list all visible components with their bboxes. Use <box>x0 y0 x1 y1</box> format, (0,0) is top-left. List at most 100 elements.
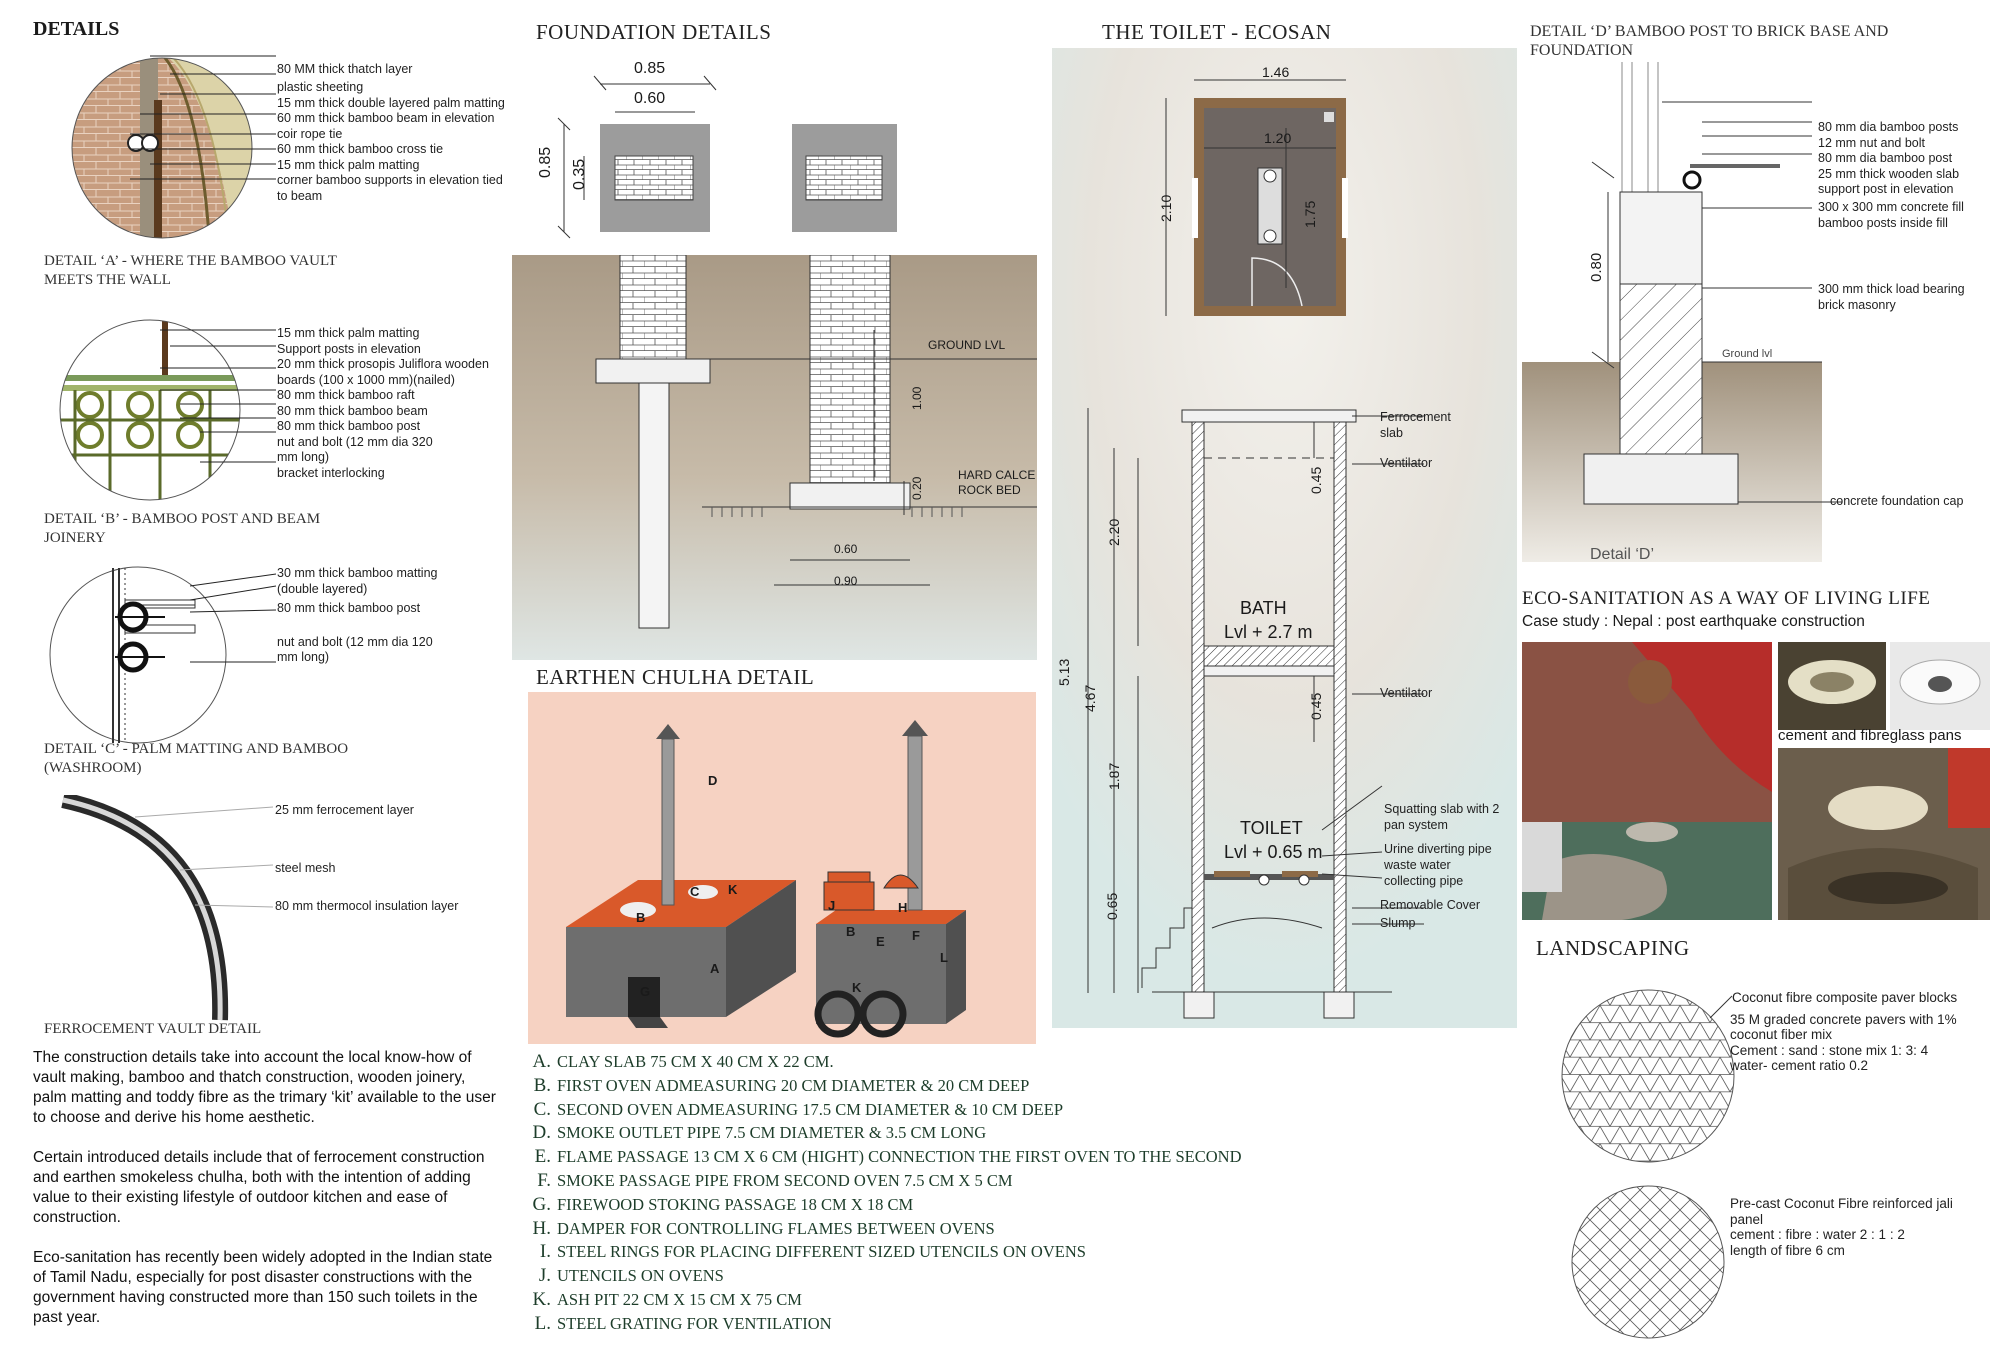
legend-item: L.STEEL GRATING FOR VENTILATION <box>534 1312 832 1334</box>
legend-item: D.SMOKE OUTLET PIPE 7.5 CM DIAMETER & 3.… <box>532 1122 987 1144</box>
legend-item: A.CLAY SLAB 75 CM x 40 CM x 22 CM. <box>532 1051 834 1072</box>
label: 80 mm thermocol insulation layer <box>275 899 459 913</box>
chulha-letter-b2: B <box>846 924 856 939</box>
plan-h-inner: 1.75 <box>1302 200 1318 228</box>
landscaping-title: LANDSCAPING <box>1536 936 1690 960</box>
label: Support posts in elevation <box>277 341 421 356</box>
jali-labels: Pre-cast Coconut Fibre reinforced jali p… <box>1730 1196 1990 1258</box>
label: 80 mm thick bamboo beam <box>277 403 428 418</box>
label: nut and bolt (12 mm dia 320 mm long) <box>277 434 433 465</box>
legend-item: J.UTENCILS ON OVENS <box>538 1265 724 1287</box>
label: water- cement ratio 0.2 <box>1730 1058 1869 1073</box>
foundation-title: FOUNDATION DETAILS <box>536 20 772 44</box>
label: length of fibre 6 cm <box>1730 1242 1845 1258</box>
toilet-label: Ventilator <box>1380 456 1433 470</box>
chulha-letter-k: K <box>728 882 738 897</box>
details-title: DETAILS <box>33 18 120 40</box>
ferrocement-labels: 25 mm ferrocement layer steel mesh 80 mm… <box>275 803 495 915</box>
label: 35 M graded concrete pavers with 1% coco… <box>1730 1011 1957 1043</box>
label: 20 mm thick prosopis Juliflora wooden bo… <box>277 357 489 387</box>
detail-d-label-fill: 300 x 300 mm concrete fill bamboo posts … <box>1818 200 1964 230</box>
label: 15 mm thick palm matting <box>277 157 420 172</box>
detail-a-labels: 80 MM thick thatch layer plastic sheetin… <box>277 62 507 204</box>
dim-base-inner: 0.60 <box>834 542 858 556</box>
eco-photo-pan3 <box>1778 748 1990 920</box>
label: 80 mm thick bamboo raft <box>277 388 415 402</box>
pans-caption: cement and fibreglass pans <box>1778 727 1962 744</box>
label: coir rope tie <box>277 126 343 141</box>
eco-photo-pan2 <box>1890 642 1990 730</box>
chulha-letter-j: J <box>828 898 836 913</box>
description: The construction details take into accou… <box>33 1048 498 1328</box>
sec-total: 5.13 <box>1056 658 1072 686</box>
sec-vent1: 0.45 <box>1308 466 1324 494</box>
label: 60 mm thick bamboo cross tie <box>277 142 444 156</box>
sec-lower: 4.67 <box>1082 684 1098 712</box>
dim-w-outer: 0.85 <box>634 60 666 77</box>
label: 80 mm dia bamboo post <box>1818 151 1953 165</box>
eco-photo-pan1 <box>1778 642 1886 730</box>
paragraph: Eco-sanitation has recently been widely … <box>33 1249 493 1326</box>
chulha-letter-c: C <box>690 884 700 899</box>
dim-w-inner: 0.60 <box>634 90 666 107</box>
label: nut and bolt (12 mm dia 120 mm long) <box>277 634 433 665</box>
legend-item: C.SECOND OVEN ADMEASURING 17.5 CM DIAMET… <box>533 1098 1064 1120</box>
chulha-letter-d: D <box>708 773 718 788</box>
label: 60 mm thick bamboo beam in elevation <box>277 111 495 125</box>
chulha-letter-a: A <box>710 961 720 976</box>
sec-vent2: 0.45 <box>1308 692 1324 720</box>
label: 12 mm nut and bolt <box>1818 135 1926 150</box>
detail-b-labels: 15 mm thick palm matting Support posts i… <box>277 326 512 481</box>
paragraph: Certain introduced details include that … <box>33 1149 485 1226</box>
label: 80 mm thick bamboo post <box>277 419 421 433</box>
label: Coconut fibre composite paver blocks <box>1732 990 1958 1005</box>
detail-c-labels: 30 mm thick bamboo matting (double layer… <box>277 566 477 666</box>
toilet-label: Ferrocement slab <box>1380 410 1451 440</box>
toilet-drawing <box>1052 48 1517 1028</box>
foundation-section <box>512 255 1037 660</box>
rock-label: HARD CALCE ROCK BED <box>958 468 1036 497</box>
toilet-label: Squatting slab with 2 pan system <box>1384 802 1500 832</box>
detail-d-label-cap: concrete foundation cap <box>1830 494 1964 508</box>
label: 15 mm thick palm matting <box>277 326 420 340</box>
chulha-letter-h: H <box>898 900 908 915</box>
detail-b-caption: DETAIL ‘B’ - BAMBOO POST AND BEAM JOINER… <box>44 511 321 546</box>
toilet-title: THE TOILET - ECOSAN <box>1102 20 1332 44</box>
label: bracket interlocking <box>277 465 385 480</box>
plan-w-inner: 1.20 <box>1264 130 1292 146</box>
ferrocement-caption: FERROCEMENT VAULT DETAIL <box>44 1021 262 1037</box>
detail-d-title: DETAIL ‘D’ BAMBOO POST TO BRICK BASE AND… <box>1530 23 1889 59</box>
toilet-label: waste water collecting pipe <box>1384 858 1464 888</box>
legend-item: I.STEEL RINGS FOR PLACING DIFFERENT SIZE… <box>539 1241 1086 1263</box>
chulha-letter-e: E <box>876 934 885 949</box>
dim-base-outer: 0.90 <box>834 574 858 588</box>
dim-h-inner: 0.35 <box>571 158 588 190</box>
detail-a-drawing <box>71 57 253 239</box>
legend-item: H.DAMPER FOR CONTROLLING FLAMES BETWEEN … <box>532 1217 995 1239</box>
toilet-label: Removable Cover <box>1380 898 1481 912</box>
detail-c-drawing <box>49 566 227 744</box>
toilet-label: Slump <box>1380 916 1416 930</box>
label: 30 mm thick bamboo matting (double layer… <box>277 566 438 596</box>
detail-d-caption: Detail ‘D’ <box>1590 546 1655 563</box>
legend-item: K.ASH PIT 22 CM x 15 CM x 75 CM <box>532 1288 802 1310</box>
label: 15 mm thick double layered palm matting <box>277 95 505 110</box>
detail-a-caption: DETAIL ‘A’ - WHERE THE BAMBOO VAULT MEET… <box>44 253 337 288</box>
detail-d-height: 0.80 <box>1588 252 1605 282</box>
eco-title: ECO-SANITATION AS A WAY OF LIVING LIFE <box>1522 588 1931 609</box>
sec-base: 0.65 <box>1104 892 1120 920</box>
label: cement : fibre : water 2 : 1 : 2 <box>1730 1227 1905 1242</box>
detail-d-label-brick: 300 mm thick load bearing brick masonry <box>1818 282 1965 312</box>
detail-d-ground: Ground lvl <box>1722 348 1773 360</box>
eco-subtitle: Case study : Nepal : post earthquake con… <box>1522 613 1865 630</box>
toilet-name: TOILET <box>1240 818 1303 838</box>
jali-pattern <box>1571 1185 1725 1339</box>
eco-photo-woman <box>1522 642 1772 920</box>
label: 80 MM thick thatch layer <box>277 62 413 76</box>
toilet-label: Ventilator <box>1380 686 1433 700</box>
dim-depth: 1.00 <box>910 386 924 410</box>
chulha-letter-b: B <box>636 910 646 925</box>
label: 80 mm dia bamboo posts <box>1818 120 1959 134</box>
bath-name: BATH <box>1240 598 1287 618</box>
detail-c-caption: DETAIL ‘C’ - PALM MATTING AND BAMBOO (WA… <box>44 741 349 776</box>
